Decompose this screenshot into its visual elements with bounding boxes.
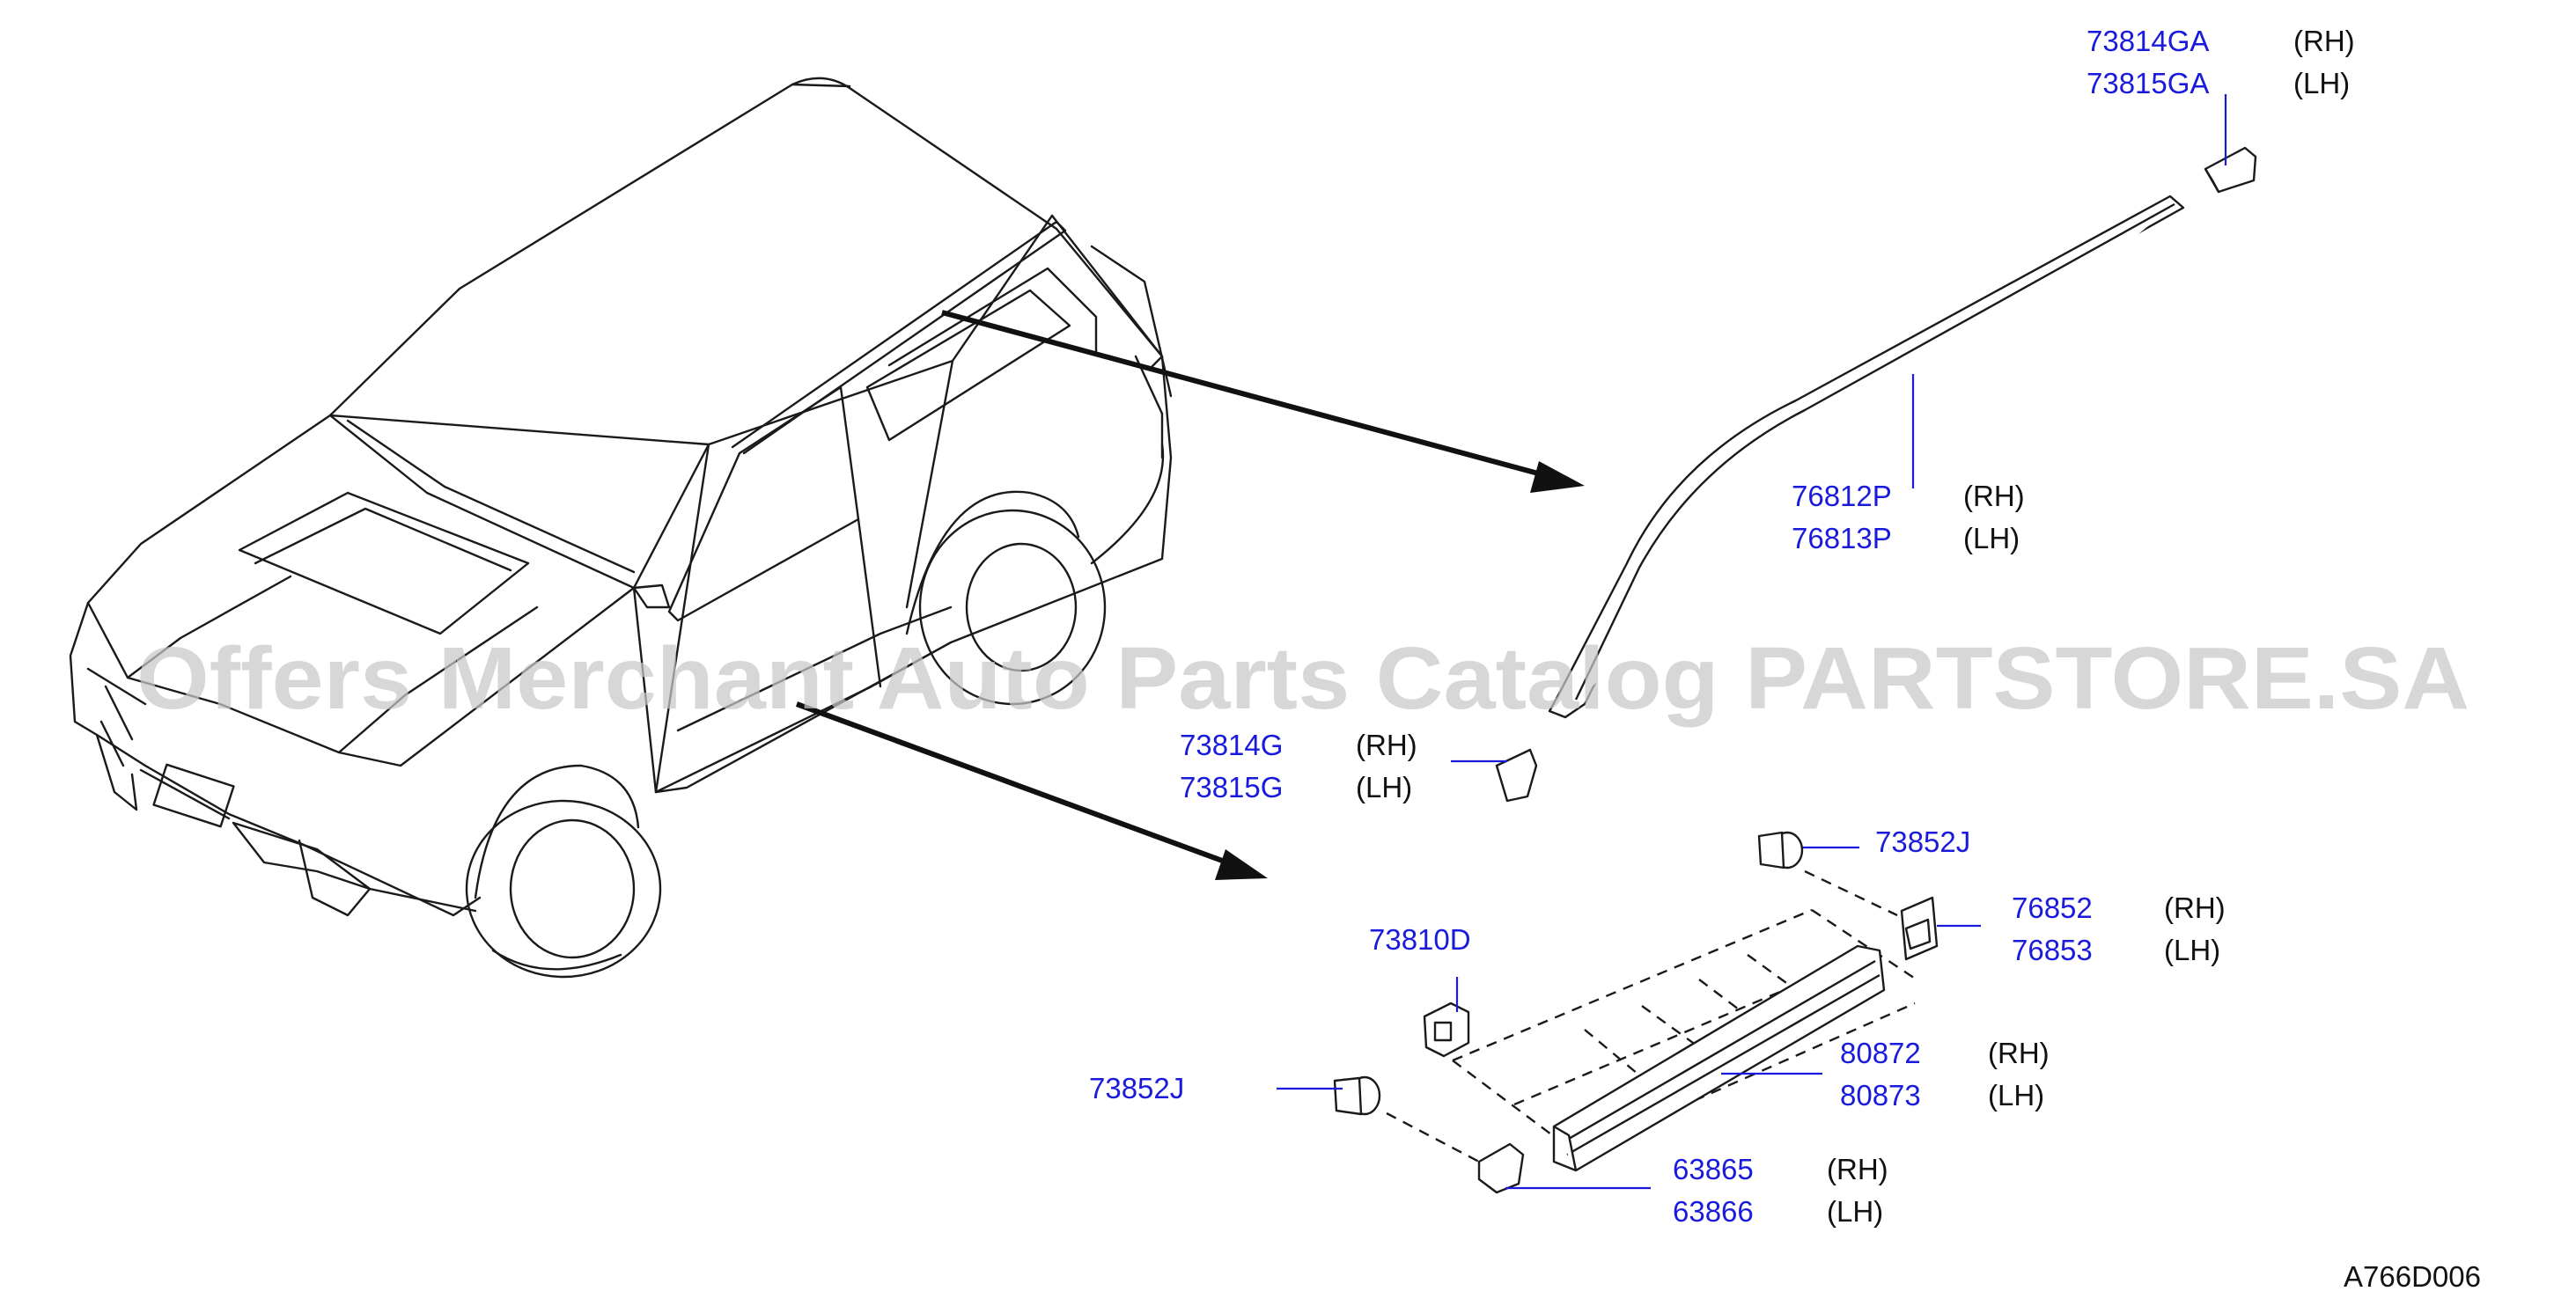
side-label-rh: (RH) bbox=[1356, 729, 1417, 761]
side-label-lh: (LH) bbox=[2164, 934, 2220, 966]
part-link-80873[interactable]: 80873 bbox=[1840, 1079, 1921, 1112]
part-link-76813P[interactable]: 76813P bbox=[1792, 522, 1892, 554]
diagram-reference-code: A766D006 bbox=[2344, 1260, 2481, 1293]
part-link-73814GA[interactable]: 73814GA bbox=[2087, 25, 2209, 57]
indicator-arrows bbox=[795, 310, 1585, 880]
part-link-73810D[interactable]: 73810D bbox=[1369, 923, 1471, 956]
sill-molding-strip[interactable] bbox=[1552, 944, 1886, 1172]
side-label-rh: (RH) bbox=[2293, 25, 2355, 57]
part-link-73815G[interactable]: 73815G bbox=[1180, 771, 1283, 803]
leader-lines bbox=[1277, 94, 2227, 1190]
part-link-76853[interactable]: 76853 bbox=[2012, 934, 2093, 966]
arrow-head-lower bbox=[1215, 849, 1268, 880]
part-link-76852[interactable]: 76852 bbox=[2012, 891, 2093, 924]
part-link-76812P[interactable]: 76812P bbox=[1792, 480, 1892, 512]
side-label-lh: (LH) bbox=[2293, 67, 2350, 99]
part-link-73814G[interactable]: 73814G bbox=[1180, 729, 1283, 761]
side-label-lh: (LH) bbox=[1356, 771, 1412, 803]
roof-molding-parts bbox=[1495, 146, 2257, 803]
side-label-rh: (RH) bbox=[1963, 480, 2025, 512]
side-label-rh: (RH) bbox=[2164, 891, 2226, 924]
vehicle-illustration bbox=[69, 77, 1173, 979]
callout-labels: 73814GA 73815GA (RH) (LH) 76812P 76813P … bbox=[1089, 25, 2355, 1228]
side-label-lh: (LH) bbox=[1963, 522, 2020, 554]
arrow-head-upper bbox=[1530, 461, 1585, 493]
side-label-lh: (LH) bbox=[1827, 1195, 1883, 1228]
part-link-63866[interactable]: 63866 bbox=[1673, 1195, 1754, 1228]
part-link-63865[interactable]: 63865 bbox=[1673, 1153, 1754, 1185]
part-link-80872[interactable]: 80872 bbox=[1840, 1037, 1921, 1069]
sill-molding-parts bbox=[1333, 831, 1939, 1194]
part-link-73815GA[interactable]: 73815GA bbox=[2087, 67, 2209, 99]
roof-end-cap-front[interactable] bbox=[1495, 748, 1538, 803]
side-label-rh: (RH) bbox=[1827, 1153, 1888, 1185]
sill-end-cap-front[interactable] bbox=[1477, 1142, 1525, 1194]
roof-end-cap-rear[interactable] bbox=[2204, 146, 2257, 194]
part-link-73852J-lower[interactable]: 73852J bbox=[1089, 1072, 1184, 1104]
part-link-73852J-upper[interactable]: 73852J bbox=[1875, 825, 1970, 858]
watermark-text: Offers Merchant Auto Parts Catalog PARTS… bbox=[136, 629, 2469, 728]
side-label-rh: (RH) bbox=[1988, 1037, 2050, 1069]
side-label-lh: (LH) bbox=[1988, 1079, 2044, 1112]
